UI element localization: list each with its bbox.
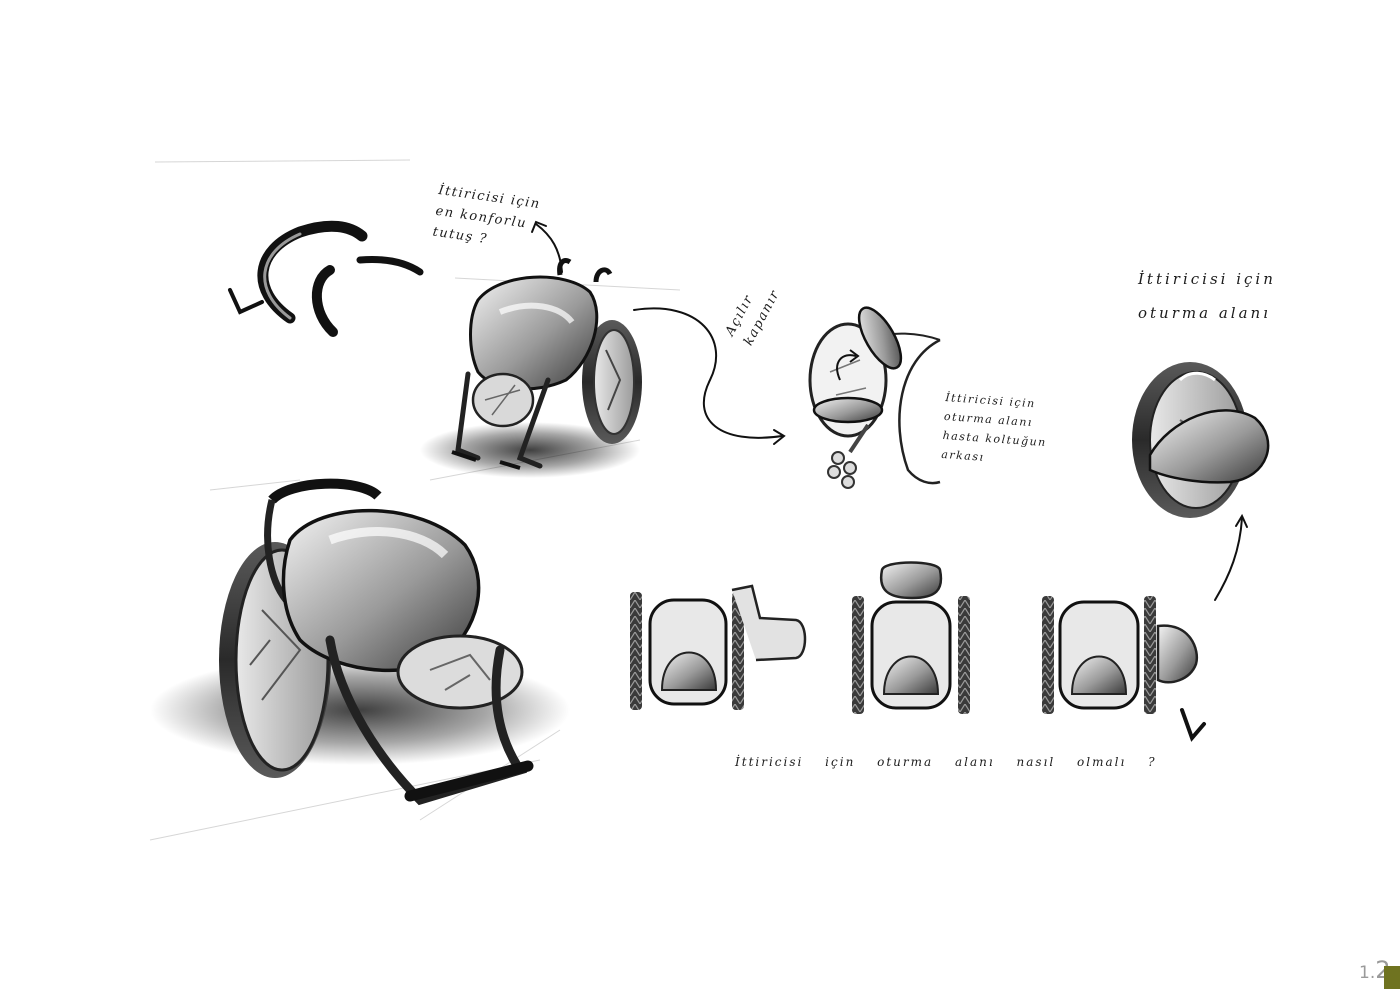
top-view-option-1	[630, 584, 807, 710]
side-seat-wheel-sketch	[1132, 362, 1270, 518]
top-view-option-2	[852, 561, 970, 714]
top-view-option-3	[1042, 596, 1206, 742]
wheelchair-sketch-large	[150, 478, 570, 806]
annotation-arrows	[531, 220, 1248, 601]
note-seat-side: İttiricisi için oturma alanı	[1138, 262, 1276, 330]
page-number: 1.2	[1359, 956, 1391, 984]
corner-accent-mark	[1384, 966, 1400, 989]
note-seat-behind: İttiricisi için oturma alanı hasta koltu…	[941, 388, 1050, 471]
note-line: İttiricisi için	[1138, 270, 1276, 288]
folding-detail-sketch	[808, 306, 941, 489]
grip-sketches	[228, 220, 424, 337]
note-line: oturma alanı	[1138, 304, 1271, 322]
wheelchair-sketch-small	[420, 258, 642, 478]
note-seat-question: İttiricisi için oturma alanı nasıl olmal…	[735, 755, 1157, 769]
page-number-main: 1.	[1359, 963, 1376, 983]
